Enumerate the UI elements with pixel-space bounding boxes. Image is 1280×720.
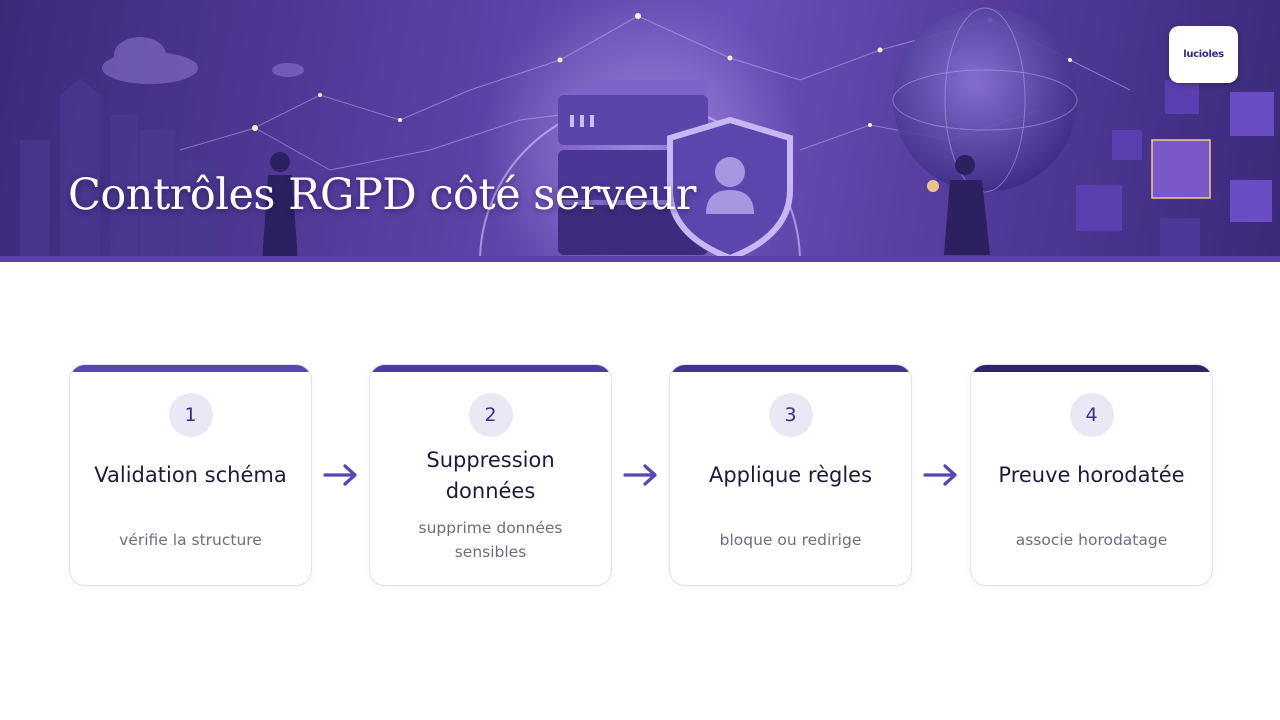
banner-divider [0,256,1280,262]
step-description: bloque ou redirige [719,531,862,549]
step-title: Applique règles [708,463,873,487]
step-title: Validation schéma [94,463,287,487]
arrow-right-icon [623,464,657,486]
step-number-badge: 2 [468,393,513,437]
step-description: associe horodatage [1015,531,1168,549]
logo[interactable]: lucioles [1169,26,1238,83]
card-accent-bar [370,365,611,372]
step-card-4: 4 Preuve horodatée associe horodatage [970,364,1213,586]
header-banner: Contrôles RGPD côté serveur lucioles [0,0,1280,262]
step-number-badge: 1 [168,393,213,437]
step-title: Suppression données [426,448,555,503]
card-accent-bar [70,365,311,372]
banner-illustration [20,0,1274,262]
step-title: Preuve horodatée [998,463,1185,487]
step-description: vérifie la structure [119,531,262,549]
step-card-2: 2 Suppression données supprime données s… [369,364,612,586]
step-number-badge: 4 [1069,393,1114,437]
step-card-1: 1 Validation schéma vérifie la structure [69,364,312,586]
step-card-3: 3 Applique règles bloque ou redirige [669,364,912,586]
card-accent-bar [670,365,911,372]
page-title: Contrôles RGPD côté serveur [68,170,696,220]
arrow-right-icon [923,464,957,486]
card-accent-bar [971,365,1212,372]
arrow-right-icon [323,464,357,486]
logo-text: lucioles [1183,49,1224,60]
step-number-badge: 3 [768,393,813,437]
step-description: supprime données sensibles [418,519,563,561]
